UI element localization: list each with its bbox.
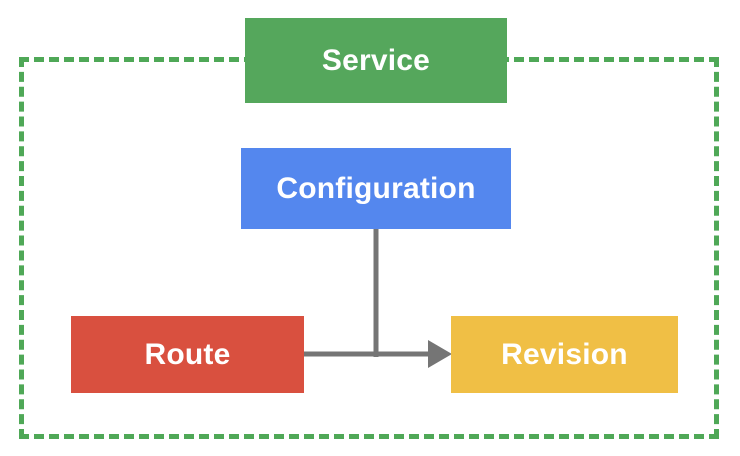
node-revision-label: Revision [501,337,628,371]
node-configuration-label: Configuration [276,171,476,205]
node-service[interactable]: Service [245,18,507,103]
node-configuration[interactable]: Configuration [241,148,511,229]
node-route-label: Route [144,337,231,371]
node-service-label: Service [321,43,431,77]
node-route[interactable]: Route [71,316,304,393]
node-revision[interactable]: Revision [451,316,678,393]
